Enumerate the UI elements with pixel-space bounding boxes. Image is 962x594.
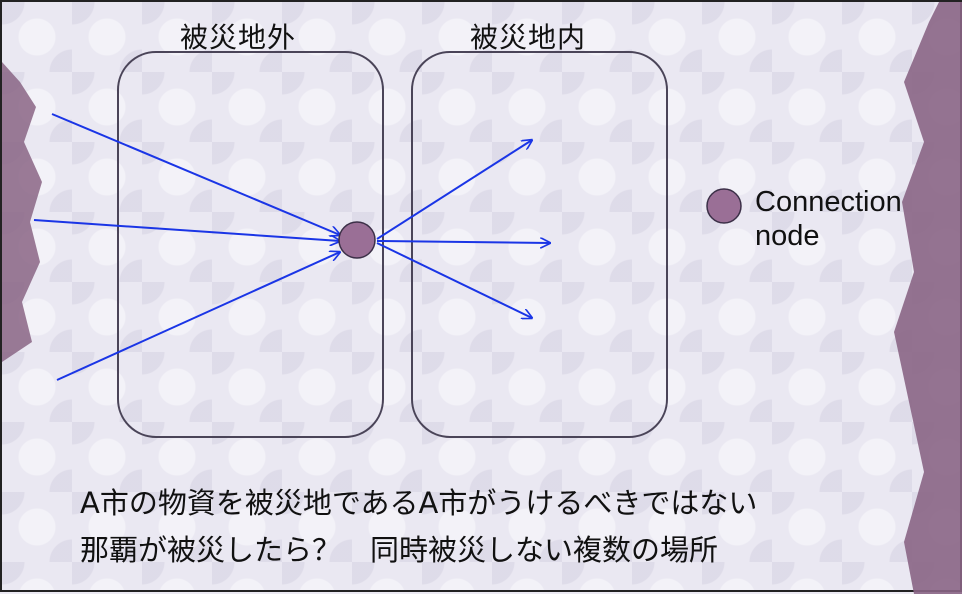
incoming-arrow-top	[51, 113, 340, 235]
legend-label-line1: Connection	[755, 186, 902, 218]
legend-node-icon	[706, 188, 742, 224]
region-label-inside: 被災地内	[470, 21, 587, 54]
outgoing-arrow-middle	[376, 241, 550, 243]
region-box-inside	[411, 51, 668, 438]
incoming-arrow-bottom	[56, 252, 340, 381]
region-box-outside	[117, 51, 384, 438]
connection-node	[338, 221, 376, 259]
region-label-outside: 被災地外	[180, 21, 297, 54]
incoming-arrow-middle	[33, 219, 340, 241]
outgoing-arrow-bottom	[376, 242, 532, 318]
legend-label: Connection node	[755, 185, 902, 253]
left-brush-decoration	[2, 62, 42, 362]
outgoing-arrow-top	[376, 140, 532, 240]
right-brush-decoration	[894, 2, 962, 594]
caption-line1: A市の物資を被災地であるA市がうけるべきではない	[80, 486, 758, 520]
legend-label-line2: node	[755, 220, 820, 252]
caption-line2: 那覇が被災したら？ 同時被災しない複数の場所	[80, 533, 719, 567]
